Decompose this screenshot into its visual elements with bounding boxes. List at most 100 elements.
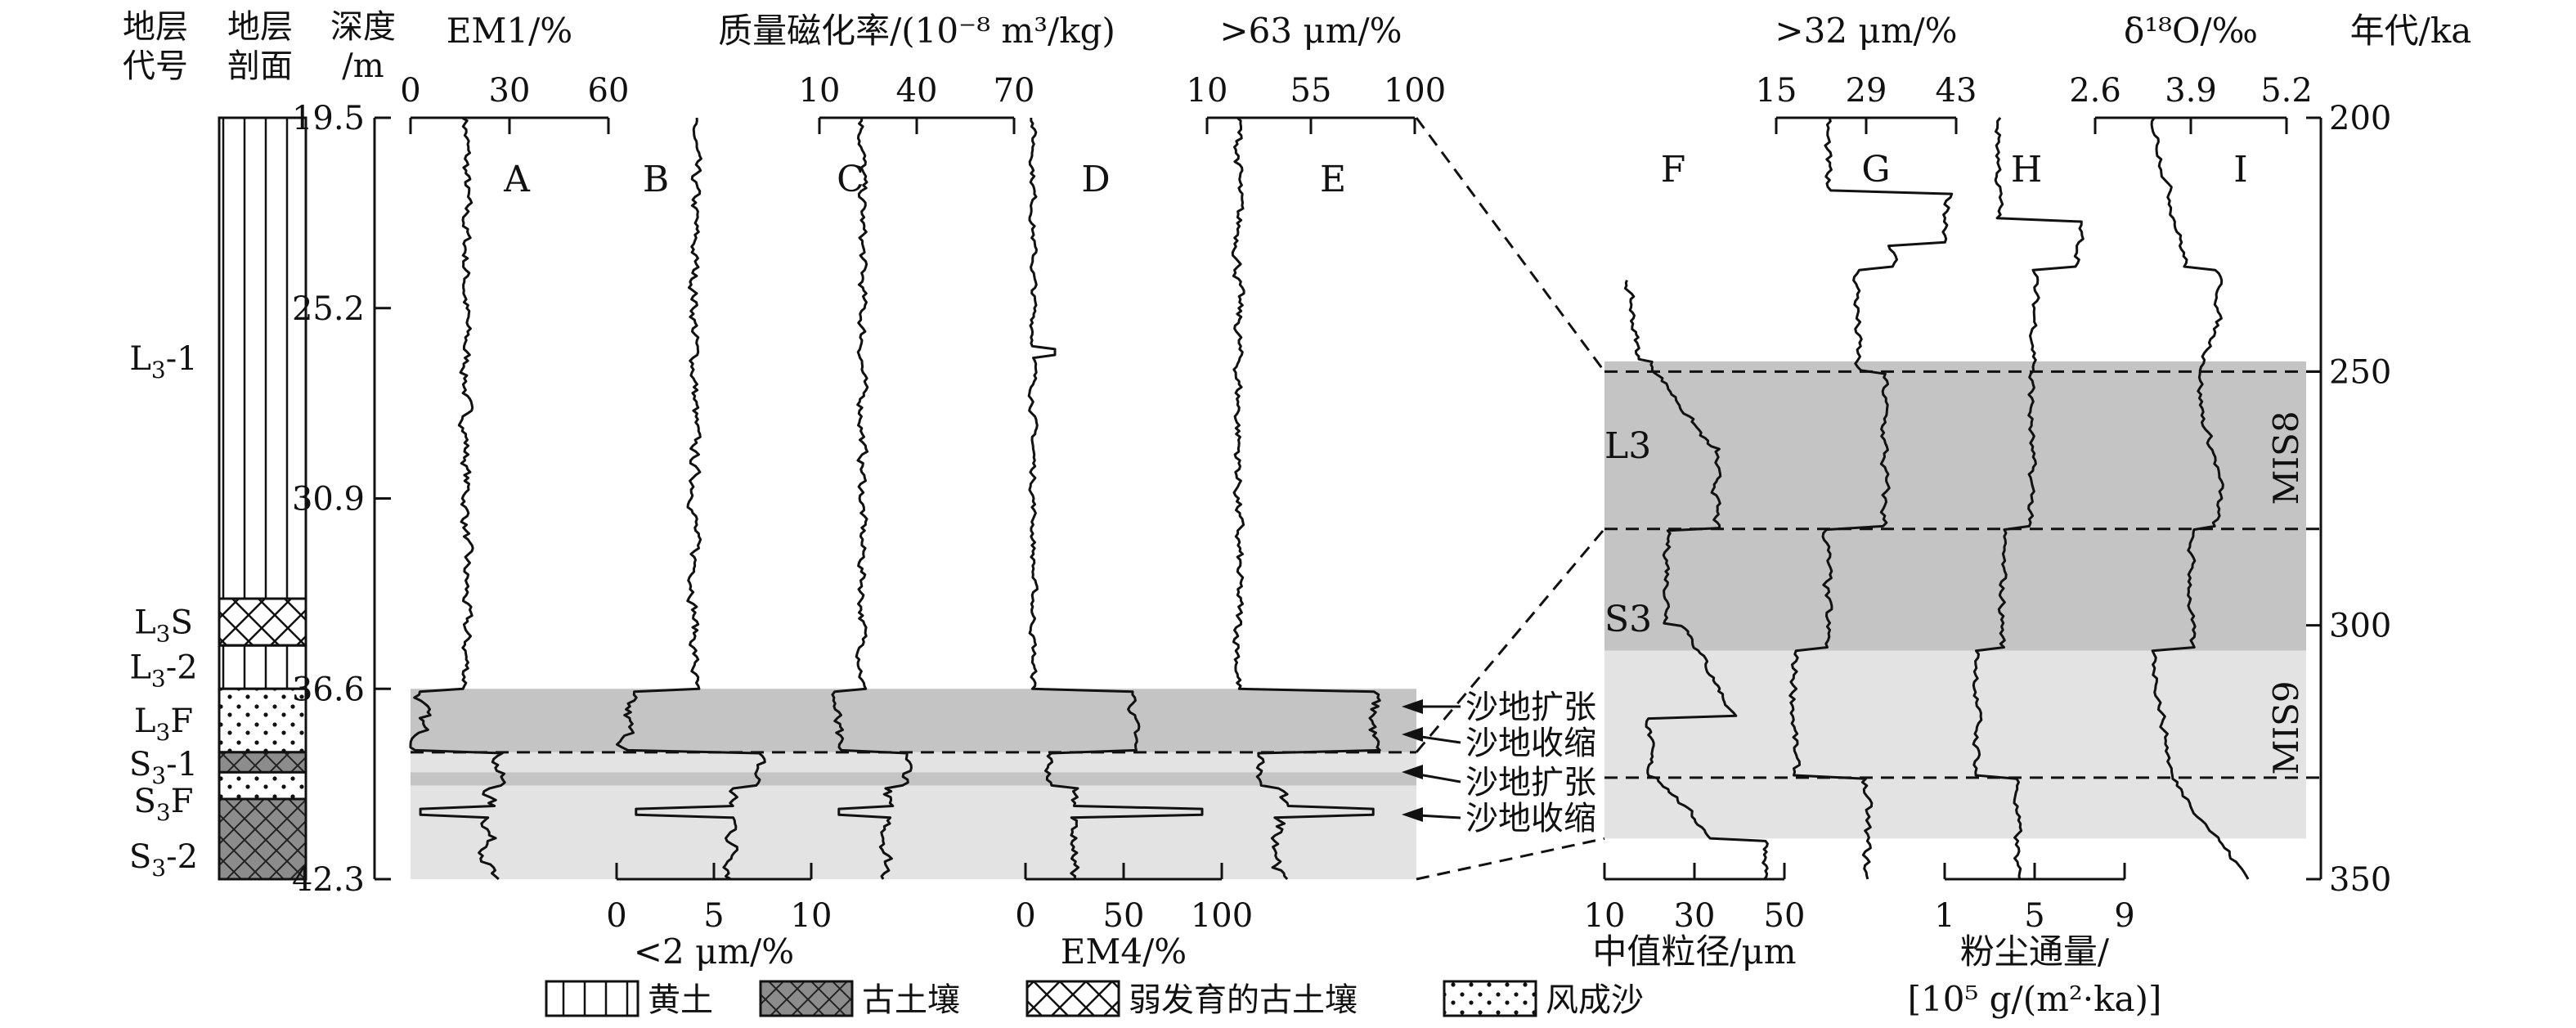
depth-tick-label-3: 36.6 bbox=[292, 671, 365, 708]
band-depth-1 bbox=[411, 752, 1416, 773]
connector-dash-1 bbox=[1415, 527, 1606, 753]
tick-label-b-1: 5 bbox=[703, 897, 724, 935]
annotation-1: 沙地收缩 bbox=[1465, 725, 1596, 762]
curve-a bbox=[409, 116, 506, 881]
age-tick-label-3: 350 bbox=[2329, 861, 2391, 899]
tick-label-i-2: 5.2 bbox=[2260, 72, 2313, 110]
axis-title-a: EM1/% bbox=[447, 11, 572, 51]
curve-label-g: G bbox=[1861, 149, 1890, 191]
tick-label-c-1: 40 bbox=[896, 72, 938, 110]
curve-label-f: F bbox=[1661, 149, 1686, 191]
curve-h bbox=[1972, 117, 2085, 880]
strat-label-l3s: L3S bbox=[134, 604, 193, 648]
tick-label-e-1: 55 bbox=[1290, 72, 1332, 110]
tick-label-i-1: 3.9 bbox=[2165, 72, 2217, 110]
age-tick-label-0: 200 bbox=[2329, 100, 2391, 137]
legend-swatch-aeolian-sand bbox=[1443, 980, 1537, 1017]
strat-label-l3-2: L3-2 bbox=[129, 649, 197, 693]
axis-title-i: δ¹⁸O/‰ bbox=[2124, 11, 2258, 51]
band-depth-2 bbox=[411, 772, 1416, 786]
tick-label-h-0: 1 bbox=[1934, 897, 1954, 935]
legend-label-loess: 黄土 bbox=[648, 981, 713, 1019]
strat-label-s3-1: S3-1 bbox=[129, 746, 198, 789]
strat-unit-4 bbox=[218, 751, 307, 774]
legend-label-weak-paleosol: 弱发育的古土壤 bbox=[1129, 981, 1358, 1019]
tick-label-i-0: 2.6 bbox=[2069, 72, 2121, 110]
axis-title-g: >32 μm/% bbox=[1775, 11, 1957, 51]
curve-i bbox=[2150, 117, 2250, 880]
depth-tick-label-4: 42.3 bbox=[292, 861, 365, 899]
legend-swatch-weak-paleosol bbox=[1025, 980, 1120, 1017]
strat-unit-6 bbox=[218, 797, 307, 881]
axis-title-f: 中值粒径/μm bbox=[1592, 931, 1796, 972]
tick-label-c-0: 10 bbox=[799, 72, 841, 110]
strat-label-l3f: L3F bbox=[134, 703, 193, 746]
strat-unit-1 bbox=[218, 597, 307, 647]
tick-label-e-2: 100 bbox=[1384, 72, 1446, 110]
strat-label-s3f: S3F bbox=[134, 783, 194, 826]
annotation-arrow-head-2 bbox=[1402, 765, 1423, 779]
axis-title-e: >63 μm/% bbox=[1219, 11, 1402, 51]
connector-dash-0 bbox=[1415, 117, 1606, 373]
axis-title-h: 粉尘通量/ bbox=[1960, 931, 2110, 972]
axis-title-c: 质量磁化率/(10⁻⁸ m³/kg) bbox=[718, 11, 1115, 51]
strat-unit-5 bbox=[218, 770, 307, 801]
depth-tick-label-0: 19.5 bbox=[292, 100, 365, 137]
label-s3: S3 bbox=[1604, 599, 1652, 640]
legend-label-paleosol: 古土壤 bbox=[862, 981, 960, 1019]
tick-label-d-0: 0 bbox=[1015, 897, 1035, 935]
legend: 黄土 古土壤 弱发育的古土壤 风成沙 bbox=[545, 980, 1644, 1019]
tick-label-a-0: 0 bbox=[400, 72, 420, 110]
curve-label-i: I bbox=[2233, 149, 2247, 191]
legend-label-aeolian-sand: 风成沙 bbox=[1546, 981, 1644, 1019]
legend-swatch-loess bbox=[545, 980, 640, 1017]
annotation-0: 沙地扩张 bbox=[1465, 689, 1596, 726]
depth-tick-label-1: 25.2 bbox=[292, 290, 365, 328]
curve-label-b: B bbox=[643, 159, 669, 200]
tick-label-f-2: 50 bbox=[1764, 897, 1806, 935]
header-strat-code: 地层代号 bbox=[123, 8, 188, 85]
age-tick-label-2: 300 bbox=[2329, 608, 2391, 645]
strat-label-s3-2: S3-2 bbox=[129, 838, 198, 882]
axis-title2-h: [10⁵ g/(m²·ka)] bbox=[1908, 979, 2162, 1019]
axis-title-b: <2 μm/% bbox=[634, 931, 794, 972]
tick-label-h-2: 9 bbox=[2114, 897, 2134, 935]
tick-label-b-2: 10 bbox=[791, 897, 832, 935]
tick-label-g-0: 15 bbox=[1756, 72, 1797, 110]
curve-e bbox=[1231, 116, 1381, 881]
tick-label-g-2: 43 bbox=[1936, 72, 1977, 110]
label-l3: L3 bbox=[1604, 425, 1651, 467]
tick-label-f-0: 10 bbox=[1584, 897, 1626, 935]
tick-label-c-2: 70 bbox=[994, 72, 1035, 110]
strat-unit-3 bbox=[218, 687, 307, 754]
tick-label-d-2: 100 bbox=[1191, 897, 1253, 935]
tick-label-g-1: 29 bbox=[1846, 72, 1887, 110]
curve-f bbox=[1623, 280, 1769, 880]
annotation-arrow-head-3 bbox=[1402, 807, 1423, 822]
connector-dash-2 bbox=[1416, 837, 1605, 881]
header-depth: 深度/m bbox=[330, 8, 396, 85]
tick-label-d-1: 50 bbox=[1103, 897, 1145, 935]
tick-label-h-1: 5 bbox=[2024, 897, 2044, 935]
tick-label-e-0: 10 bbox=[1187, 72, 1228, 110]
strat-label-l3-1: L3-1 bbox=[129, 340, 197, 384]
tick-label-b-0: 0 bbox=[606, 897, 626, 935]
annotation-arrow-head-1 bbox=[1402, 727, 1423, 742]
age-axis-title: 年代/ka bbox=[2350, 11, 2472, 51]
curve-label-a: A bbox=[503, 159, 531, 200]
curve-label-d: D bbox=[1081, 159, 1110, 200]
depth-tick-label-2: 30.9 bbox=[292, 481, 365, 518]
strat-unit-2 bbox=[218, 644, 307, 690]
curve-g bbox=[1788, 117, 1954, 880]
legend-swatch-paleosol bbox=[759, 980, 854, 1017]
band-depth-3 bbox=[411, 785, 1416, 879]
tick-label-f-1: 30 bbox=[1674, 897, 1716, 935]
label-mis8: MIS8 bbox=[2266, 411, 2306, 505]
header-strat-section: 地层剖面 bbox=[227, 8, 293, 85]
age-tick-label-1: 250 bbox=[2329, 353, 2391, 391]
annotation-arrow-head-0 bbox=[1402, 699, 1423, 714]
annotation-3: 沙地收缩 bbox=[1465, 800, 1596, 837]
tick-label-a-2: 60 bbox=[588, 72, 630, 110]
axis-title-d: EM4/% bbox=[1061, 931, 1187, 972]
